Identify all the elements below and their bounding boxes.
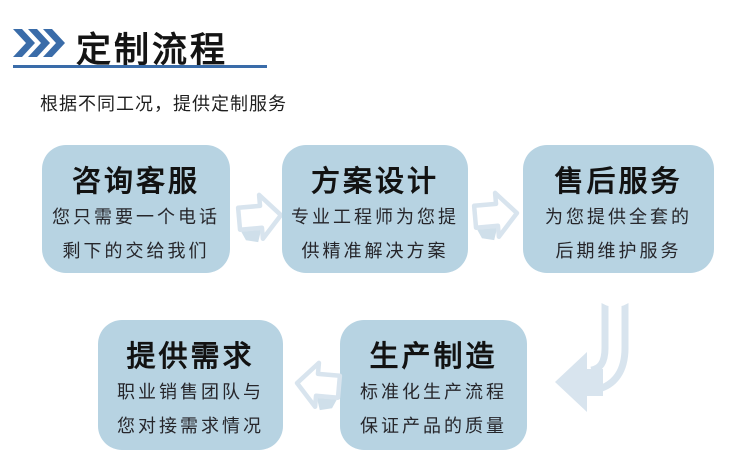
step-card-requirements: 提供需求 职业销售团队与 您对接需求情况 bbox=[98, 320, 283, 450]
step-desc-line2: 保证产品的质量 bbox=[360, 416, 507, 437]
step-desc-line2: 剩下的交给我们 bbox=[62, 241, 210, 262]
curved-arrow-down-left-icon bbox=[555, 296, 633, 412]
title-underline bbox=[13, 65, 267, 68]
step-desc-line1: 为您提供全套的 bbox=[545, 207, 692, 228]
step-card-manufacture: 生产制造 标准化生产流程 保证产品的质量 bbox=[340, 320, 527, 450]
page-title: 定制流程 bbox=[76, 31, 229, 70]
page-subtitle: 根据不同工况，提供定制服务 bbox=[40, 94, 287, 114]
step-desc-line1: 您只需要一个电话 bbox=[52, 207, 220, 228]
step-title: 售后服务 bbox=[554, 166, 683, 198]
step-card-aftersales: 售后服务 为您提供全套的 后期维护服务 bbox=[523, 145, 714, 273]
step-desc-line2: 后期维护服务 bbox=[555, 241, 682, 262]
hollow-arrow-left-icon bbox=[294, 360, 343, 411]
triple-chevron-right-icon bbox=[13, 29, 65, 57]
step-title: 提供需求 bbox=[126, 341, 255, 373]
step-title: 咨询客服 bbox=[71, 166, 200, 198]
step-title: 方案设计 bbox=[310, 166, 439, 198]
step-desc-line2: 您对接需求情况 bbox=[117, 416, 264, 437]
step-desc-line1: 职业销售团队与 bbox=[117, 382, 264, 403]
step-desc-line2: 供精准解决方案 bbox=[301, 241, 449, 262]
step-card-consult: 咨询客服 您只需要一个电话 剩下的交给我们 bbox=[42, 145, 230, 273]
step-desc-line1: 专业工程师为您提 bbox=[291, 207, 459, 228]
step-title: 生产制造 bbox=[369, 341, 498, 373]
step-card-design: 方案设计 专业工程师为您提 供精准解决方案 bbox=[282, 145, 468, 273]
hollow-arrow-right-icon bbox=[235, 192, 284, 243]
step-desc-line1: 标准化生产流程 bbox=[360, 382, 507, 403]
hollow-arrow-right-icon bbox=[471, 190, 520, 241]
